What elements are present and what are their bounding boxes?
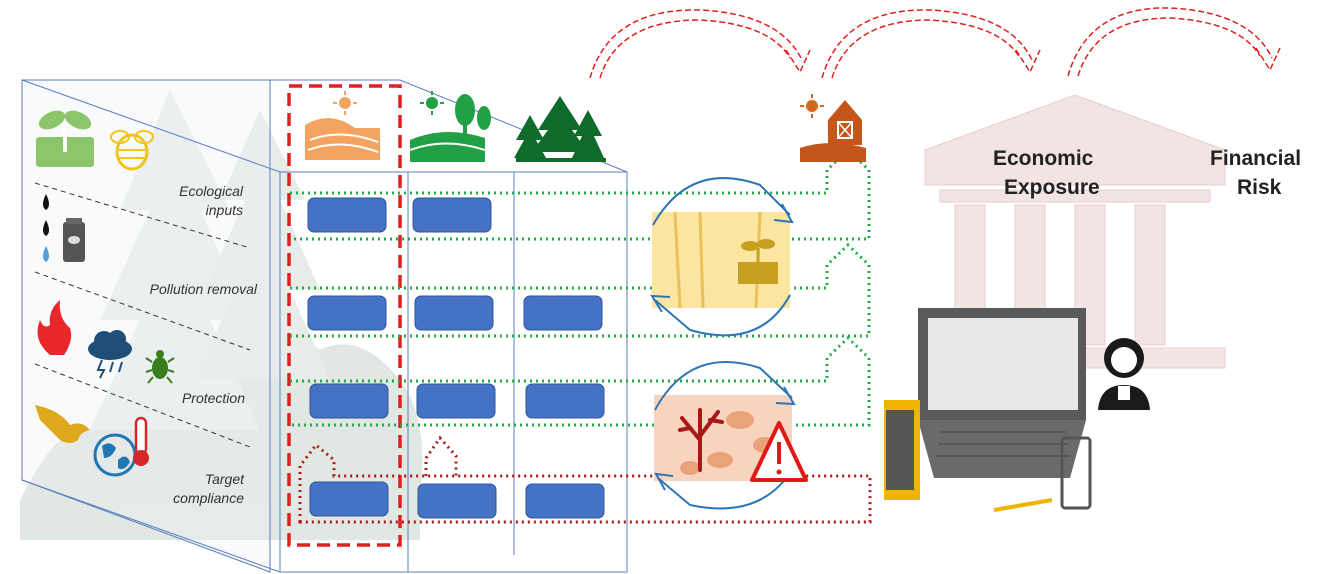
bee-icon	[110, 130, 154, 171]
row-label-ecological-1: Ecological	[179, 183, 244, 199]
storm-cloud-icon	[88, 330, 132, 379]
box-r3-c2	[416, 383, 496, 419]
box-r4-c1	[309, 481, 389, 517]
box-r2-c2	[414, 295, 494, 331]
water-drops-icon	[43, 194, 49, 262]
box-r1-c2	[412, 197, 492, 233]
row-label-target-2: compliance	[173, 490, 244, 506]
economic-label-1: Economic	[993, 147, 1094, 170]
row-label-ecological-2: inputs	[206, 202, 243, 218]
box-r3-c3	[525, 383, 605, 419]
person-icon	[1098, 338, 1150, 410]
row-label-pollution: Pollution removal	[150, 281, 258, 297]
eagle-icon	[35, 405, 90, 443]
row-label-target-1: Target	[205, 471, 245, 487]
cube-frame	[21, 79, 628, 573]
financial-label-1: Financial	[1210, 147, 1301, 170]
box-r3-c1	[309, 383, 389, 419]
healthy-cycle	[650, 177, 794, 337]
red-flow-path	[298, 435, 872, 524]
sprout-icon	[738, 239, 778, 284]
grassland-sun-icon	[409, 91, 491, 162]
degraded-cycle	[654, 361, 808, 510]
box-r1-c1	[307, 197, 387, 233]
warning-icon	[750, 421, 808, 482]
beetle-icon	[145, 350, 175, 384]
top-curved-arrows	[589, 7, 1281, 79]
cropland-highlight	[287, 84, 402, 547]
row-label-protection: Protection	[182, 390, 245, 406]
fire-icon	[37, 300, 72, 355]
box-r2-c3	[523, 295, 603, 331]
service-boxes	[307, 197, 605, 519]
laptop-icon	[884, 308, 1092, 512]
seedling-icon	[36, 110, 94, 167]
box-r4-c3	[525, 483, 605, 519]
farm-barn-icon	[800, 94, 866, 162]
forest-icon	[514, 96, 606, 162]
fertilizer-bag-icon	[63, 218, 85, 262]
bank-labels: Economic Exposure Financial Risk	[993, 147, 1301, 199]
cropland-sun-icon	[305, 91, 380, 160]
financial-label-2: Risk	[1237, 176, 1282, 199]
economic-label-2: Exposure	[1004, 176, 1100, 199]
dead-tree-icon	[678, 408, 724, 472]
row-labels: Ecological inputs Pollution removal Prot…	[150, 183, 258, 506]
globe-thermometer-icon	[93, 416, 149, 477]
row-separators	[34, 182, 251, 448]
box-r4-c2	[417, 483, 497, 519]
box-r2-c1	[307, 295, 387, 331]
